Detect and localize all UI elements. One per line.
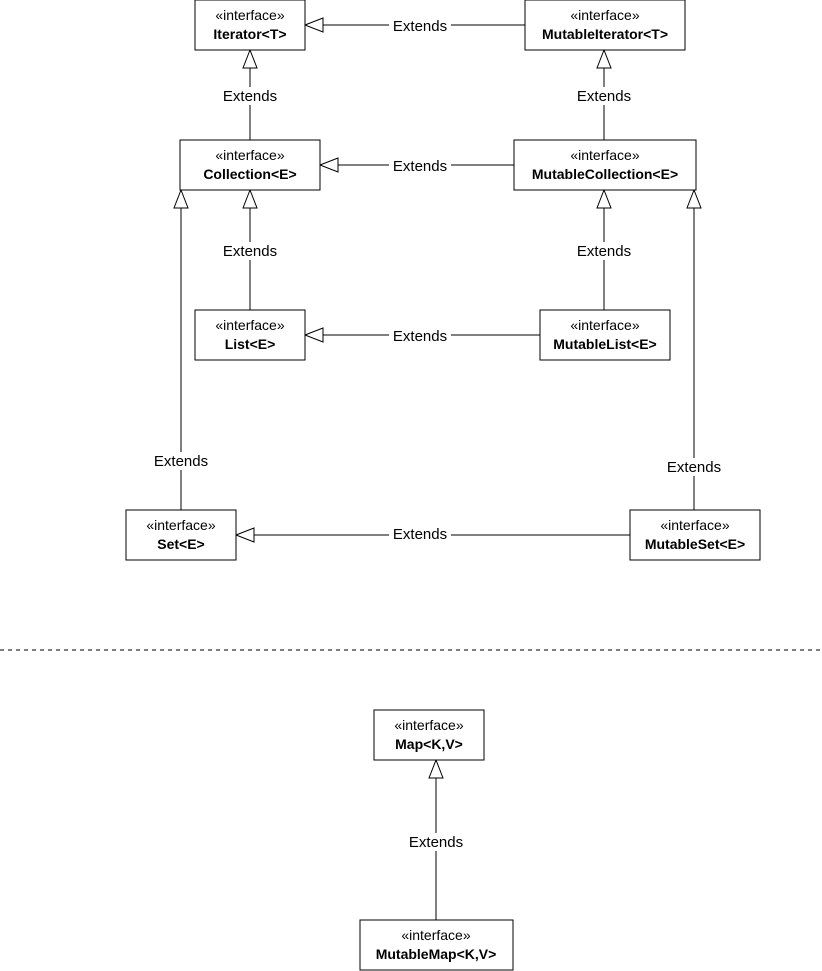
edge-label: Extends	[577, 243, 631, 260]
edge-mutablelist-list: Extends	[303, 326, 540, 345]
interface-name: Map<K,V>	[395, 736, 463, 752]
edge-mutableiterator-iterator: Extends	[303, 16, 525, 35]
inheritance-arrowhead	[242, 188, 258, 209]
interface-name: MutableIterator<T>	[542, 26, 668, 42]
stereotype-label: «interface»	[146, 517, 215, 533]
interface-mutable-collection[interactable]: «interface» MutableCollection<E>	[513, 139, 697, 191]
interface-name: List<E>	[225, 336, 276, 352]
interface-mutable-set[interactable]: «interface» MutableSet<E>	[629, 509, 761, 561]
edge-list-collection: Extends	[218, 188, 282, 310]
interface-mutable-map[interactable]: «interface» MutableMap<K,V>	[359, 919, 514, 971]
interface-name: MutableCollection<E>	[532, 166, 678, 182]
edge-mutablelist-mutablecollection: Extends	[572, 188, 636, 310]
inheritance-arrowhead	[242, 48, 258, 69]
stereotype-label: «interface»	[394, 717, 463, 733]
edge-label: Extends	[393, 158, 447, 175]
interface-name: Iterator<T>	[213, 26, 286, 42]
edge-set-collection: Extends	[149, 188, 213, 510]
inheritance-arrowhead	[318, 157, 339, 173]
edge-mutableset-set: Extends	[234, 525, 630, 543]
interface-list[interactable]: «interface» List<E>	[194, 309, 306, 361]
interface-name: MutableSet<E>	[645, 536, 745, 552]
inheritance-arrowhead	[428, 758, 444, 779]
edge-label: Extends	[393, 328, 447, 345]
stereotype-label: «interface»	[570, 317, 639, 333]
interface-set[interactable]: «interface» Set<E>	[125, 509, 237, 561]
inheritance-arrowhead	[596, 188, 612, 209]
edge-mutableset-mutablecollection: Extends	[662, 188, 726, 510]
edge-label: Extends	[393, 526, 447, 543]
edge-label: Extends	[393, 18, 447, 35]
inheritance-arrowhead	[303, 327, 324, 343]
edge-mutablemap-map: Extends	[404, 758, 468, 920]
edge-label: Extends	[577, 88, 631, 105]
interface-collection[interactable]: «interface» Collection<E>	[179, 139, 321, 191]
stereotype-label: «interface»	[215, 7, 284, 23]
interface-mutable-list[interactable]: «interface» MutableList<E>	[539, 309, 671, 361]
edge-mutablecollection-mutableiterator: Extends	[572, 48, 636, 140]
interface-name: Collection<E>	[203, 166, 296, 182]
inheritance-arrowhead	[303, 17, 324, 33]
stereotype-label: «interface»	[215, 317, 284, 333]
stereotype-label: «interface»	[215, 147, 284, 163]
edge-label: Extends	[667, 459, 721, 476]
edge-label: Extends	[409, 834, 463, 851]
edge-mutablecollection-collection: Extends	[318, 156, 514, 175]
interface-iterator[interactable]: «interface» Iterator<T>	[194, 0, 306, 51]
edge-label: Extends	[223, 243, 277, 260]
inheritance-arrowhead	[596, 48, 612, 69]
stereotype-label: «interface»	[401, 927, 470, 943]
inheritance-arrowhead	[686, 188, 702, 209]
interface-mutable-iterator[interactable]: «interface» MutableIterator<T>	[524, 0, 686, 51]
stereotype-label: «interface»	[660, 517, 729, 533]
interface-name: MutableMap<K,V>	[376, 946, 497, 962]
inheritance-arrowhead	[234, 527, 255, 543]
interface-name: Set<E>	[157, 536, 204, 552]
inheritance-arrowhead	[173, 188, 189, 209]
edge-collection-iterator: Extends	[218, 48, 282, 140]
edge-label: Extends	[154, 453, 208, 470]
stereotype-label: «interface»	[570, 7, 639, 23]
interface-map[interactable]: «interface» Map<K,V>	[373, 709, 485, 761]
stereotype-label: «interface»	[570, 147, 639, 163]
edge-label: Extends	[223, 88, 277, 105]
interface-name: MutableList<E>	[553, 336, 656, 352]
